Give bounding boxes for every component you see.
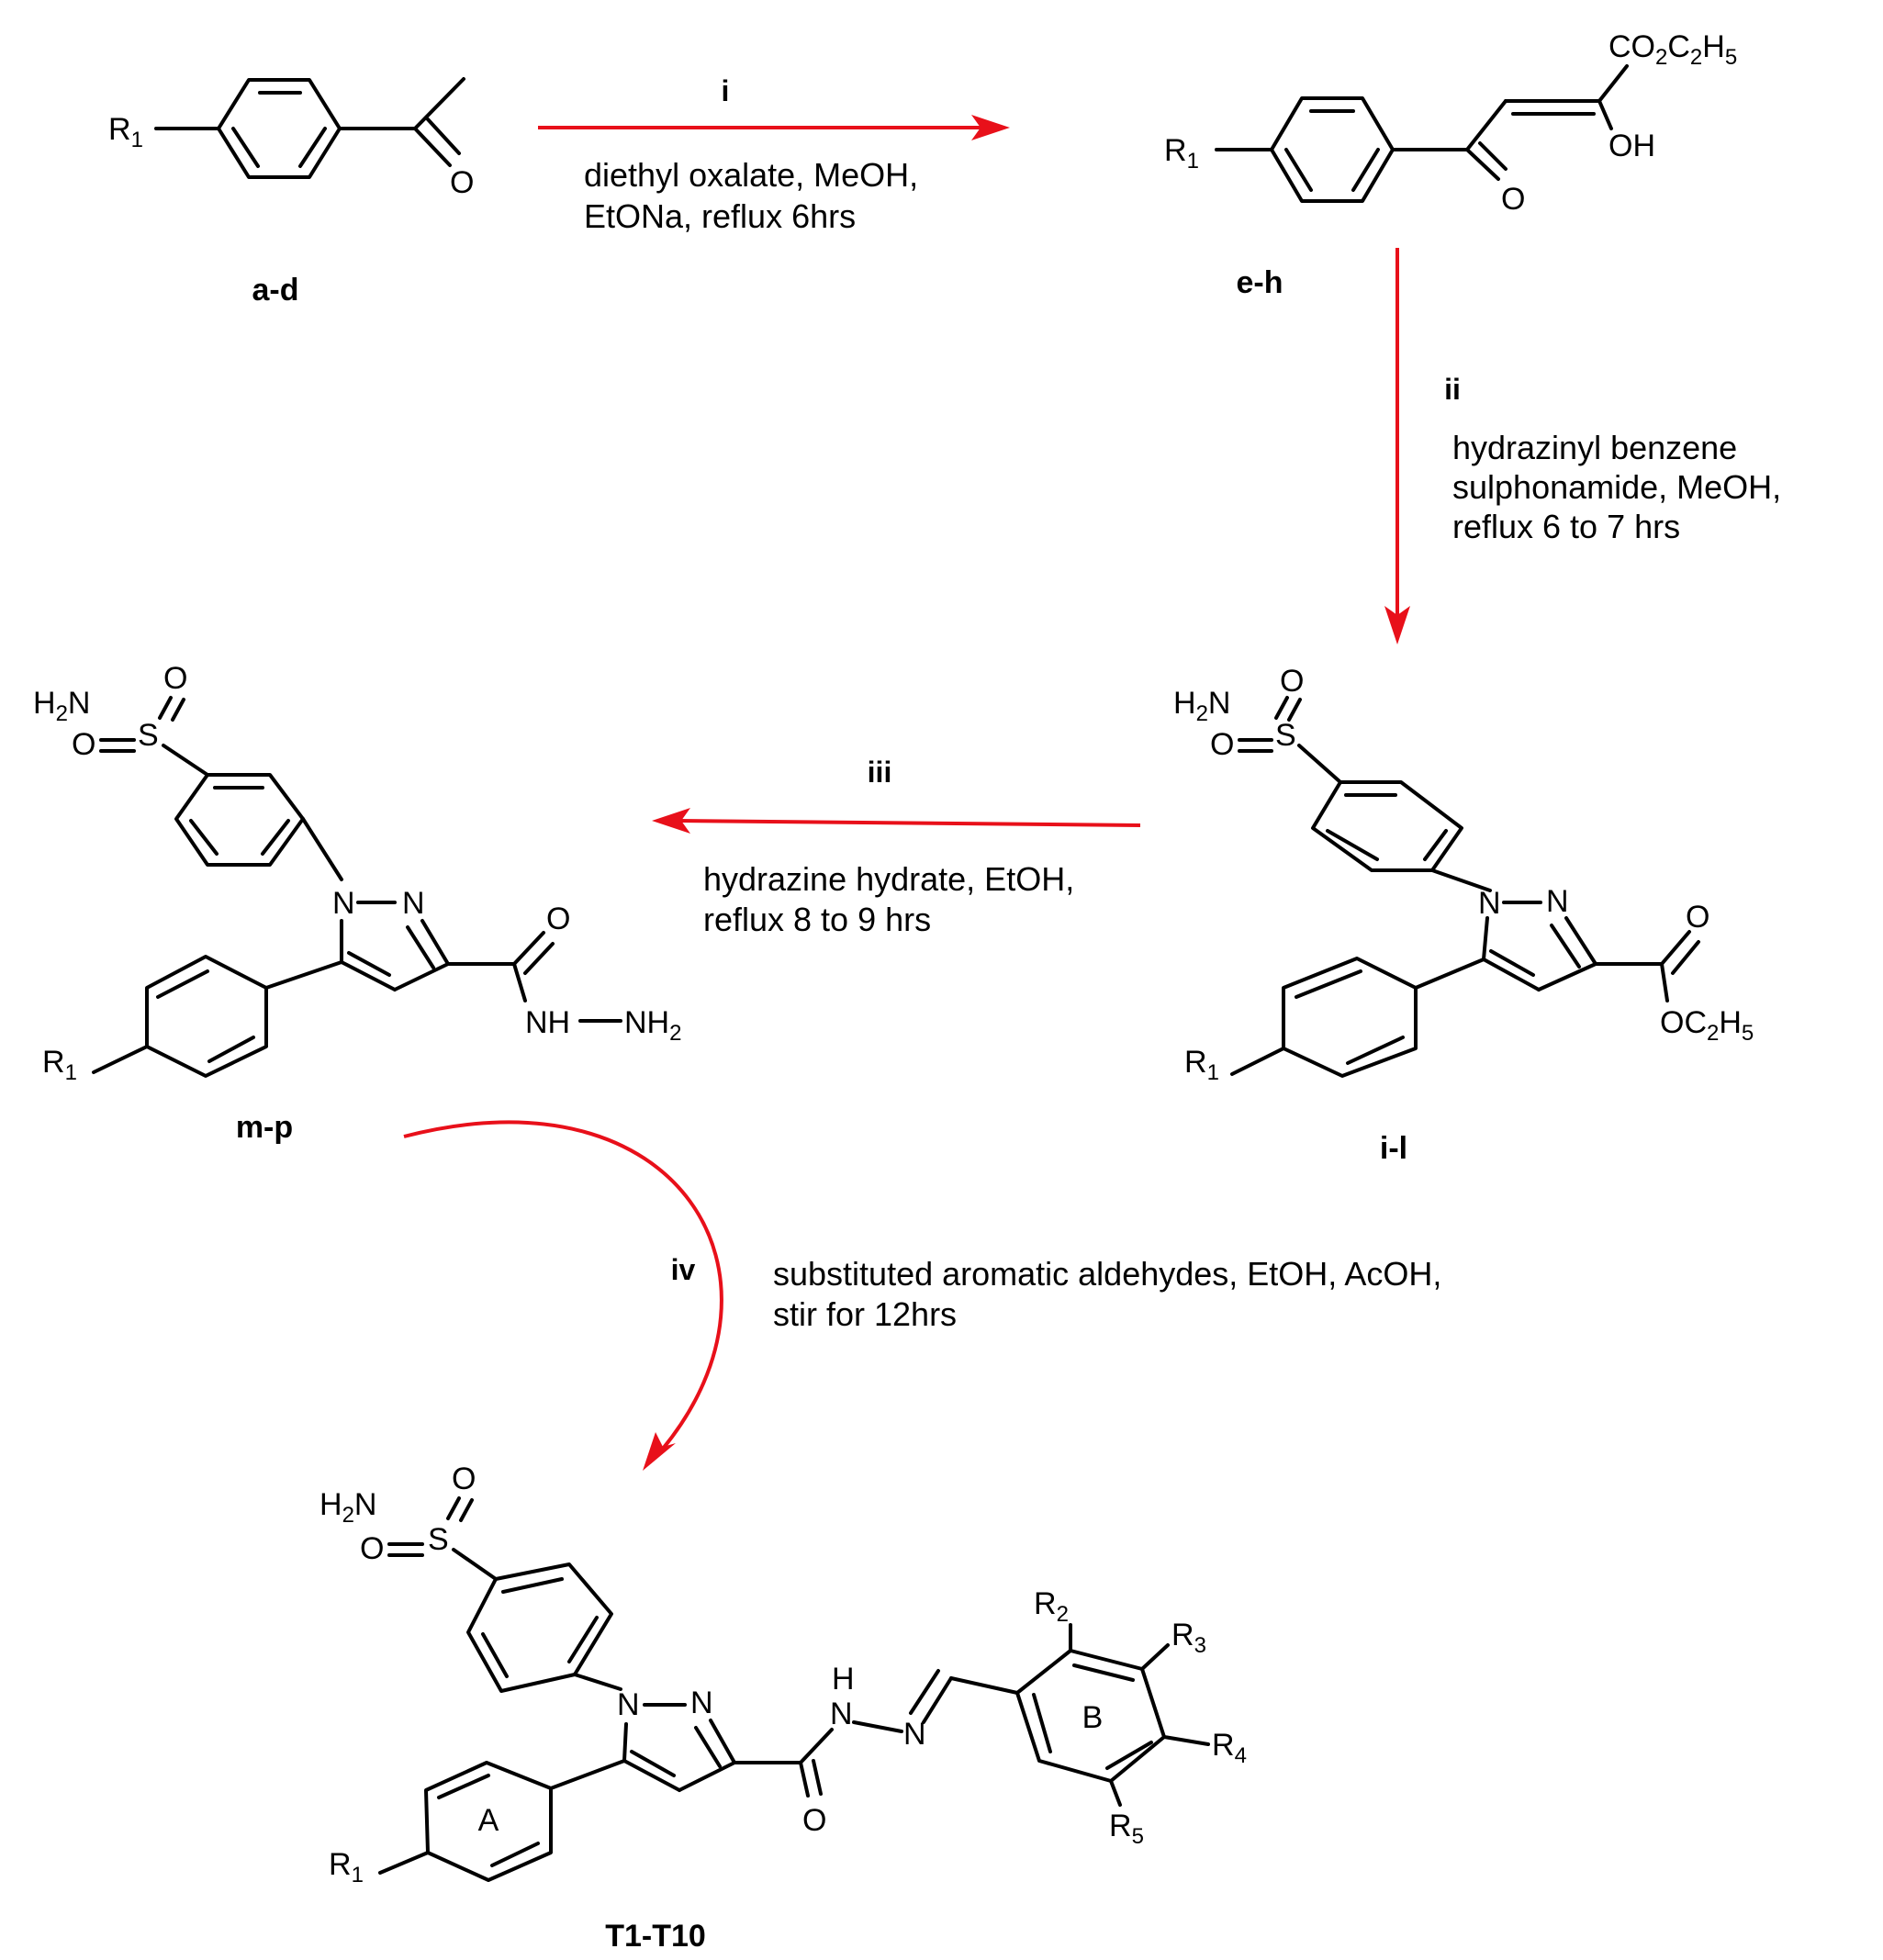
svg-text:R4: R4 (1212, 1728, 1247, 1768)
svg-text:O: O (360, 1531, 384, 1566)
svg-text:R1: R1 (1184, 1045, 1219, 1085)
svg-text:R5: R5 (1109, 1809, 1144, 1849)
step-iv-condition-1: substituted aromatic aldehydes, EtOH, Ac… (773, 1255, 1441, 1293)
svg-text:N: N (830, 1697, 853, 1731)
compound-a-d: R1 O (108, 77, 474, 200)
step-i-label: i (722, 74, 730, 107)
arrow-step-iii (652, 808, 1141, 834)
svg-text:N: N (690, 1686, 713, 1720)
svg-text:O: O (72, 727, 95, 762)
step-ii-condition-1: hydrazinyl benzene (1452, 429, 1737, 466)
svg-text:O: O (1280, 664, 1304, 699)
svg-text:O: O (1686, 900, 1709, 935)
svg-text:R3: R3 (1171, 1618, 1206, 1658)
svg-text:O: O (1210, 727, 1234, 762)
svg-text:N: N (1478, 886, 1501, 921)
arrow-step-ii (1384, 248, 1410, 644)
svg-text:N: N (1546, 884, 1569, 919)
svg-text:H2N: H2N (33, 686, 90, 726)
compound-m-p: H2N O S O N N O NH NH2 R1 (33, 661, 681, 1085)
svg-text:O: O (452, 1462, 476, 1496)
arrow-step-i (538, 115, 1010, 140)
svg-text:R2: R2 (1034, 1586, 1069, 1627)
svg-text:O: O (450, 165, 474, 200)
svg-text:O: O (802, 1803, 826, 1838)
ring-label-b: B (1082, 1700, 1104, 1735)
svg-text:N: N (402, 886, 425, 921)
svg-text:O: O (163, 661, 187, 696)
svg-text:R1: R1 (1164, 133, 1199, 174)
step-ii-condition-3: reflux 6 to 7 hrs (1452, 508, 1680, 545)
svg-text:R1: R1 (42, 1045, 77, 1085)
compound-i-l: H2N O S O N N O OC2H5 R1 (1173, 664, 1754, 1085)
svg-text:O: O (546, 902, 570, 936)
svg-text:N: N (332, 886, 355, 921)
svg-text:N: N (617, 1687, 640, 1722)
step-iv-label: iv (671, 1253, 696, 1286)
svg-text:S: S (428, 1522, 449, 1557)
svg-text:H2N: H2N (319, 1487, 376, 1528)
compound-e-h: R1 O OH CO2C2H5 (1164, 29, 1737, 217)
arrow-step-iv (403, 1120, 723, 1471)
svg-text:NH: NH (525, 1005, 570, 1040)
step-iv-condition-2: stir for 12hrs (773, 1295, 957, 1333)
svg-text:CO2C2H5: CO2C2H5 (1608, 29, 1737, 70)
svg-text:R1: R1 (108, 112, 143, 152)
svg-text:OH: OH (1608, 129, 1655, 163)
step-ii-label: ii (1444, 373, 1461, 406)
svg-text:NH2: NH2 (624, 1005, 681, 1046)
label-i-l: i-l (1380, 1131, 1407, 1166)
svg-text:H2N: H2N (1173, 686, 1230, 726)
compound-t1-t10: H2N O S O N N O H N N (319, 1462, 1247, 1887)
step-iii-condition-1: hydrazine hydrate, EtOH, (703, 860, 1074, 898)
step-ii-condition-2: sulphonamide, MeOH, (1452, 468, 1781, 506)
label-e-h: e-h (1237, 265, 1283, 300)
svg-text:OC2H5: OC2H5 (1660, 1005, 1754, 1046)
step-iii-label: iii (868, 756, 892, 789)
step-i-condition-2: EtONa, reflux 6hrs (584, 197, 856, 235)
label-a-d: a-d (252, 273, 299, 308)
svg-text:O: O (1501, 182, 1525, 217)
svg-text:R1: R1 (329, 1847, 364, 1887)
step-i-condition-1: diethyl oxalate, MeOH, (584, 156, 918, 194)
svg-text:S: S (1275, 718, 1296, 753)
step-iii-condition-2: reflux 8 to 9 hrs (703, 901, 931, 938)
label-m-p: m-p (236, 1110, 293, 1145)
svg-text:S: S (138, 718, 159, 753)
ring-label-a: A (478, 1803, 499, 1838)
label-t1-t10: T1-T10 (605, 1919, 706, 1954)
svg-text:H: H (832, 1662, 855, 1697)
